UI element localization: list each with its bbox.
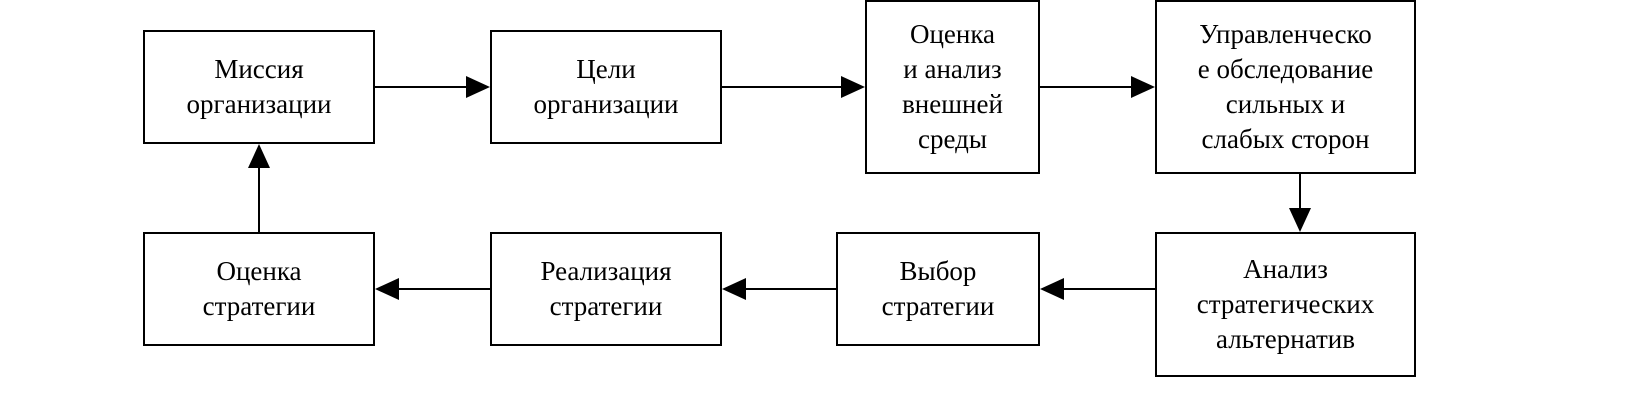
arrowhead-up <box>248 144 270 168</box>
node-internal-survey-label: Управленческо е обследование сильных и с… <box>1197 19 1374 154</box>
arrowhead-right <box>466 76 490 98</box>
node-evaluation-label: Оценка стратегии <box>202 256 316 321</box>
arrowhead-left <box>1040 278 1064 300</box>
node-goals: Цели организации <box>490 30 722 144</box>
arrowhead-right <box>841 76 865 98</box>
arrowhead-left <box>375 278 399 300</box>
arrowhead-down <box>1289 208 1311 232</box>
node-evaluation: Оценка стратегии <box>143 232 375 346</box>
node-external-analysis: Оценка и анализ внешней среды <box>865 0 1040 174</box>
node-implementation-label: Реализация стратегии <box>540 256 672 321</box>
node-choice-label: Выбор стратегии <box>881 256 995 321</box>
arrowhead-right <box>1131 76 1155 98</box>
node-alternatives: Анализ стратегических альтернатив <box>1155 232 1416 377</box>
node-internal-survey: Управленческо е обследование сильных и с… <box>1155 0 1416 174</box>
node-goals-label: Цели организации <box>533 54 679 119</box>
node-choice: Выбор стратегии <box>836 232 1040 346</box>
node-mission: Миссия организации <box>143 30 375 144</box>
node-external-analysis-label: Оценка и анализ внешней среды <box>902 19 1003 154</box>
arrowhead-left <box>722 278 746 300</box>
node-mission-label: Миссия организации <box>186 54 332 119</box>
node-implementation: Реализация стратегии <box>490 232 722 346</box>
node-alternatives-label: Анализ стратегических альтернатив <box>1196 254 1375 354</box>
